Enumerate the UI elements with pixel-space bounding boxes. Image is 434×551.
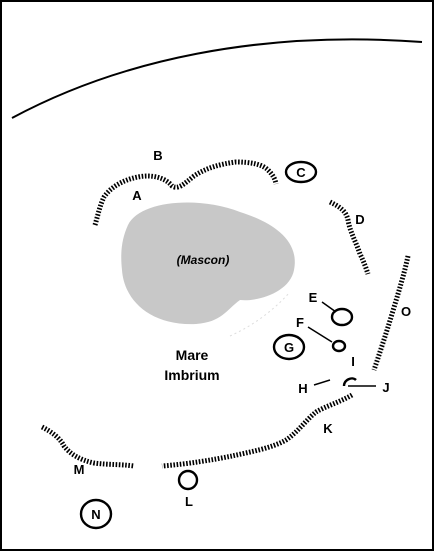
label-g: G: [284, 340, 294, 355]
label-b: B: [153, 148, 162, 163]
ridge-d: [328, 199, 371, 275]
crater-j-arc: [342, 377, 357, 387]
ridge-a-b: [92, 159, 279, 226]
mascon-faint-edge: [229, 291, 291, 337]
leader-h: [313, 379, 331, 386]
label-k: K: [323, 421, 333, 436]
ridge-m: [40, 424, 135, 469]
crater-g: [272, 333, 306, 361]
crater-c: [284, 160, 318, 184]
label-e: E: [309, 290, 318, 305]
label-n: N: [91, 507, 100, 522]
label-c: C: [296, 165, 306, 180]
mascon-label: (Mascon): [177, 253, 230, 267]
crater-f: [331, 339, 347, 353]
limb-arc: [11, 38, 423, 119]
crater-e: [330, 307, 354, 327]
label-o: O: [401, 304, 411, 319]
label-h: H: [298, 381, 307, 396]
mare-label-line2: Imbrium: [164, 367, 219, 383]
label-j: J: [382, 380, 389, 395]
mare-label-line1: Mare: [176, 347, 209, 363]
label-i: I: [351, 354, 355, 369]
ridge-o: [371, 255, 411, 371]
label-f: F: [296, 315, 304, 330]
label-a: A: [132, 188, 142, 203]
crater-l: [177, 469, 199, 491]
leader-e: [321, 301, 337, 313]
label-d: D: [355, 212, 364, 227]
mascon-region: [121, 202, 295, 325]
label-m: M: [74, 462, 85, 477]
crater-n: [79, 498, 113, 530]
ridge-k: [161, 392, 354, 469]
label-l: L: [185, 494, 193, 509]
leader-f: [307, 326, 333, 343]
